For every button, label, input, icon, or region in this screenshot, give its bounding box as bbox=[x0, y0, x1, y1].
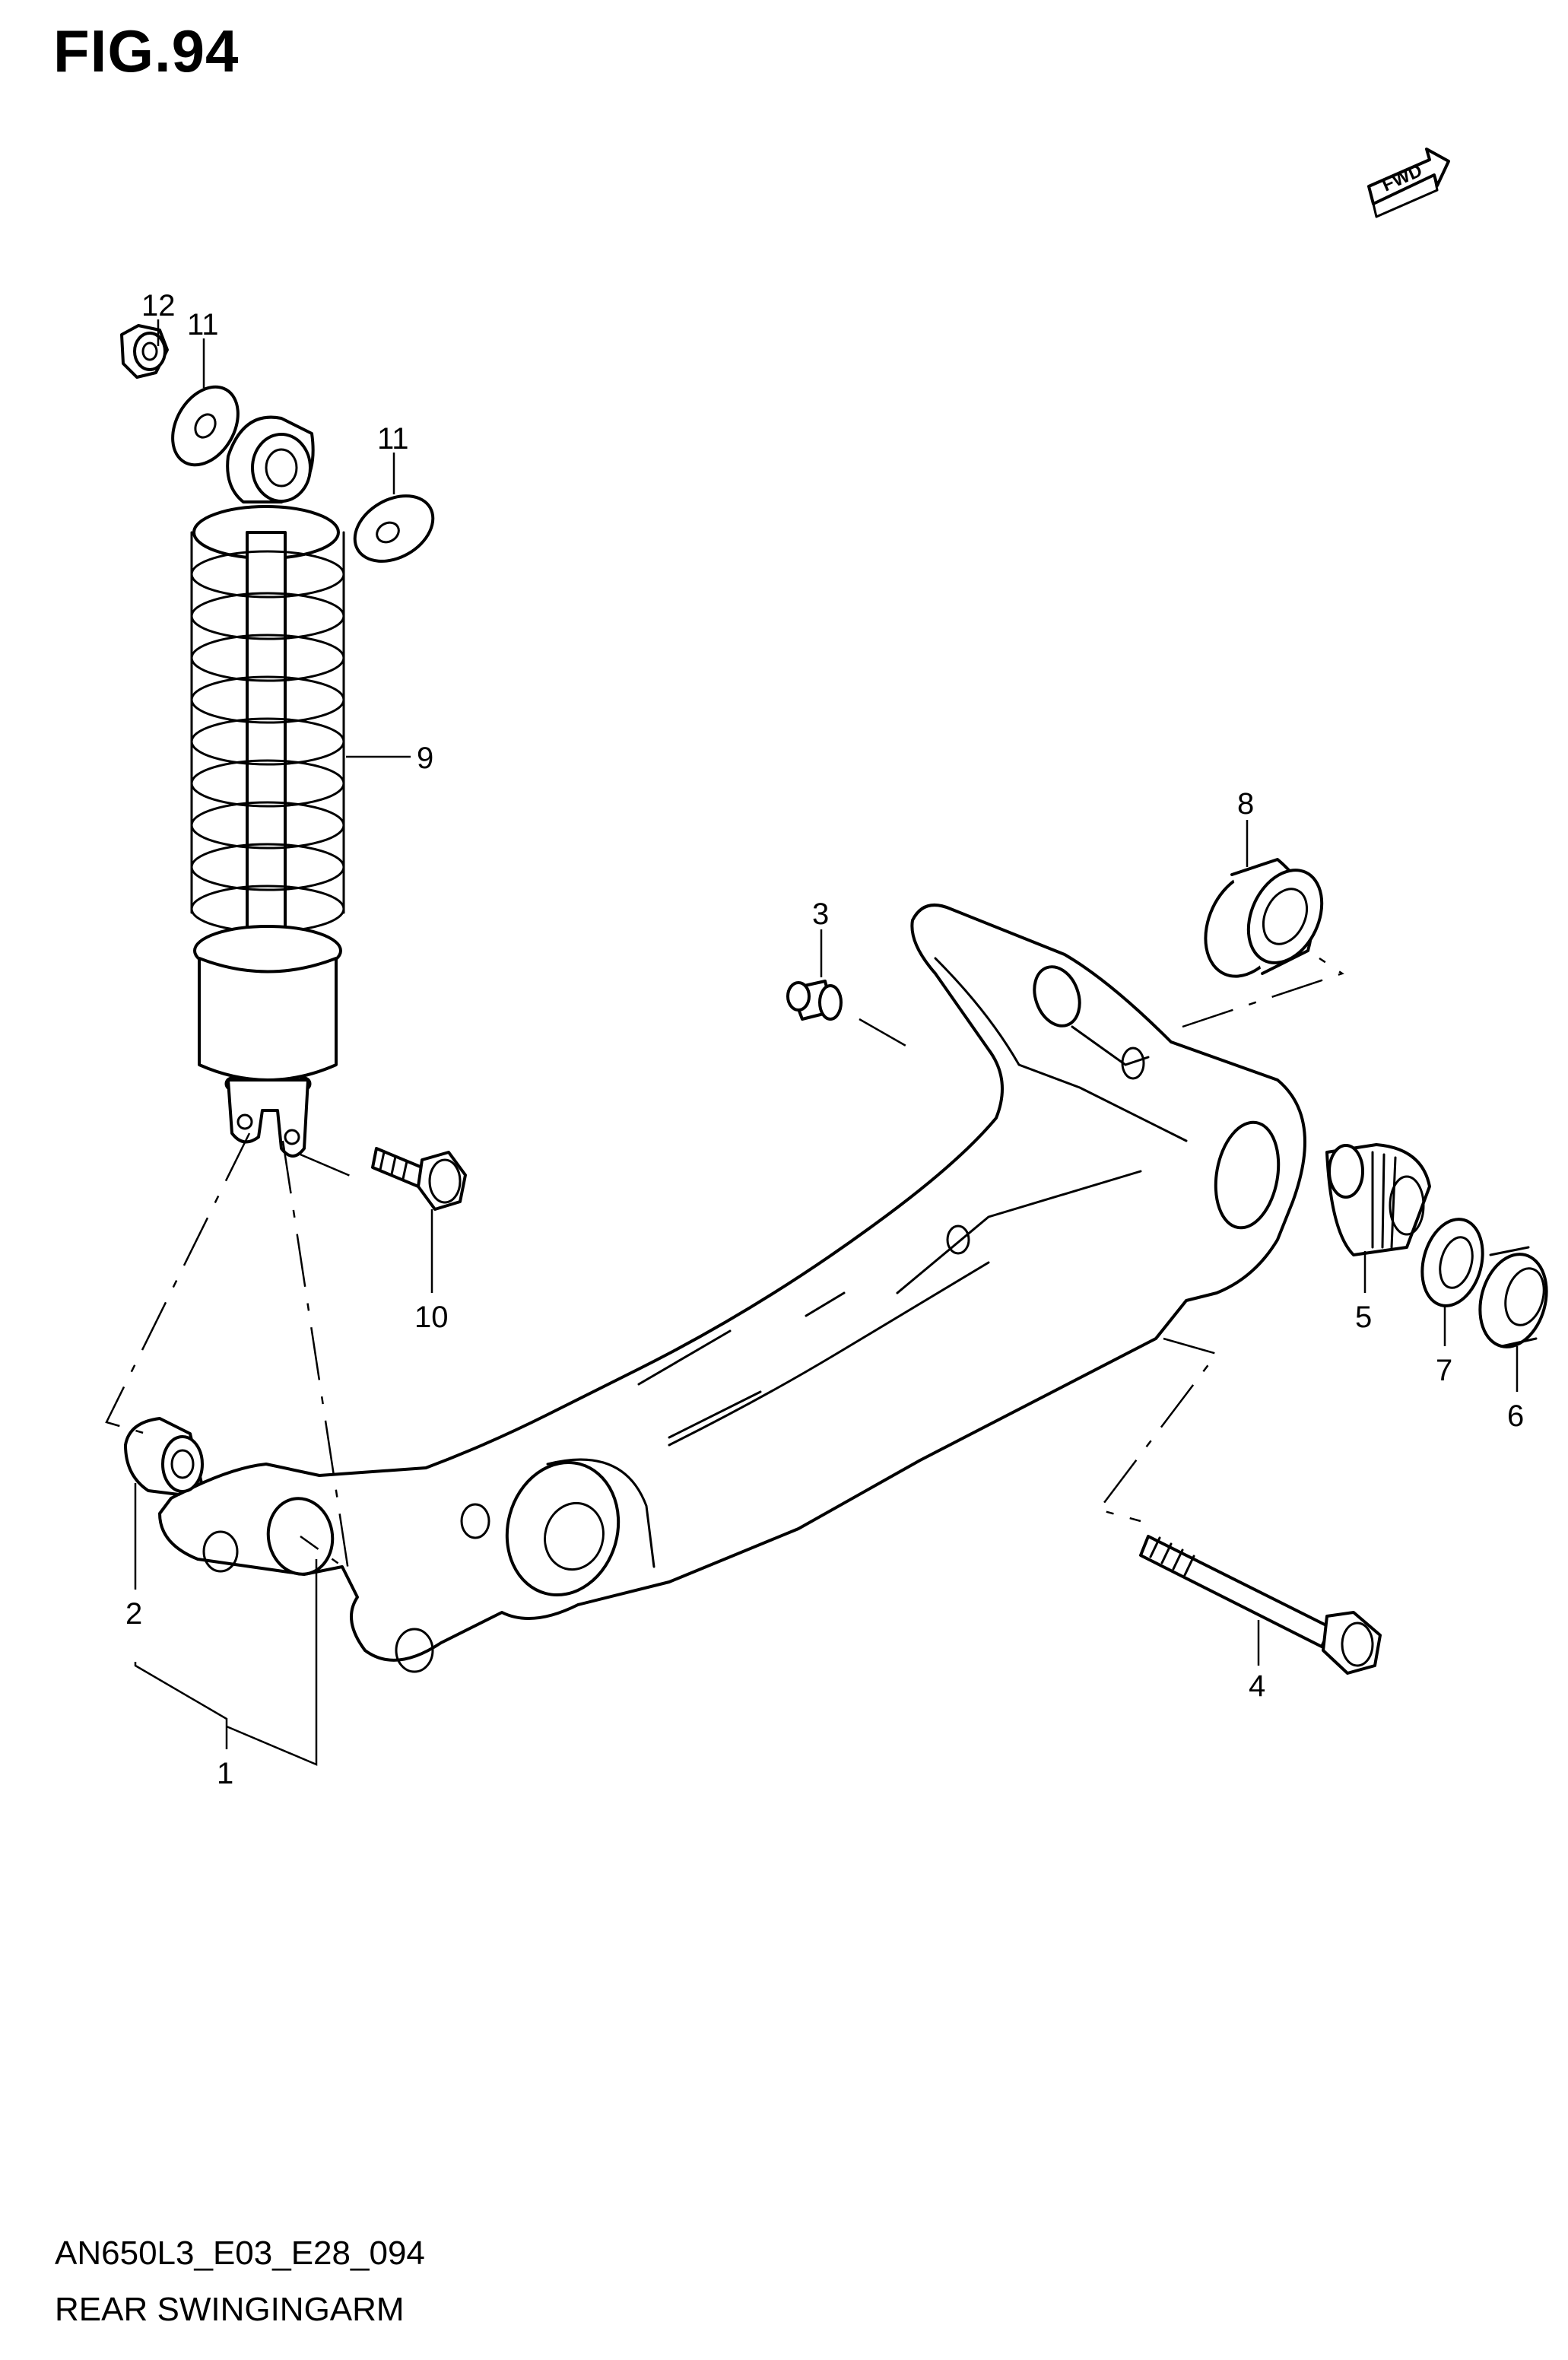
callout-12: 12 bbox=[141, 289, 176, 322]
callout-1: 1 bbox=[217, 1757, 233, 1790]
part-11-washer-right bbox=[353, 494, 435, 563]
part-11-washer-upper bbox=[171, 385, 240, 467]
part-2-bush bbox=[124, 1417, 204, 1496]
figure-title: FIG.94 bbox=[53, 17, 240, 84]
part-4-pivot-bolt bbox=[1139, 1535, 1382, 1675]
callout-11-upper: 11 bbox=[187, 308, 219, 341]
part-3-collar bbox=[786, 980, 843, 1021]
callout-3: 3 bbox=[812, 897, 829, 931]
leader-lines bbox=[134, 319, 1519, 1766]
part-12-nut bbox=[120, 324, 169, 379]
part-8-bearing bbox=[1204, 858, 1324, 978]
part-6-seal bbox=[1478, 1246, 1548, 1348]
callout-4: 4 bbox=[1249, 1669, 1265, 1703]
callout-7: 7 bbox=[1436, 1354, 1452, 1387]
forward-direction-arrow-icon: FWD bbox=[1367, 148, 1450, 218]
diagram-code: AN650L3_E03_E28_094 bbox=[55, 2235, 425, 2272]
callout-11-right: 11 bbox=[377, 422, 409, 456]
callout-5: 5 bbox=[1355, 1301, 1372, 1334]
part-7-washer bbox=[1420, 1218, 1484, 1307]
callout-8: 8 bbox=[1237, 787, 1254, 821]
part-10-bolt bbox=[371, 1147, 467, 1211]
diagram-description: REAR SWINGINGARM bbox=[55, 2291, 405, 2328]
callout-10: 10 bbox=[414, 1301, 449, 1334]
callout-numbers: 1 2 3 4 5 6 7 8 9 10 11 11 12 bbox=[125, 289, 1524, 1790]
part-5-bushing bbox=[1325, 1143, 1431, 1256]
callout-9: 9 bbox=[417, 742, 433, 775]
part-9-shock-absorber bbox=[190, 415, 345, 1158]
callout-6: 6 bbox=[1507, 1399, 1524, 1433]
callout-2: 2 bbox=[125, 1597, 142, 1631]
alignment-lines bbox=[105, 957, 1344, 1573]
